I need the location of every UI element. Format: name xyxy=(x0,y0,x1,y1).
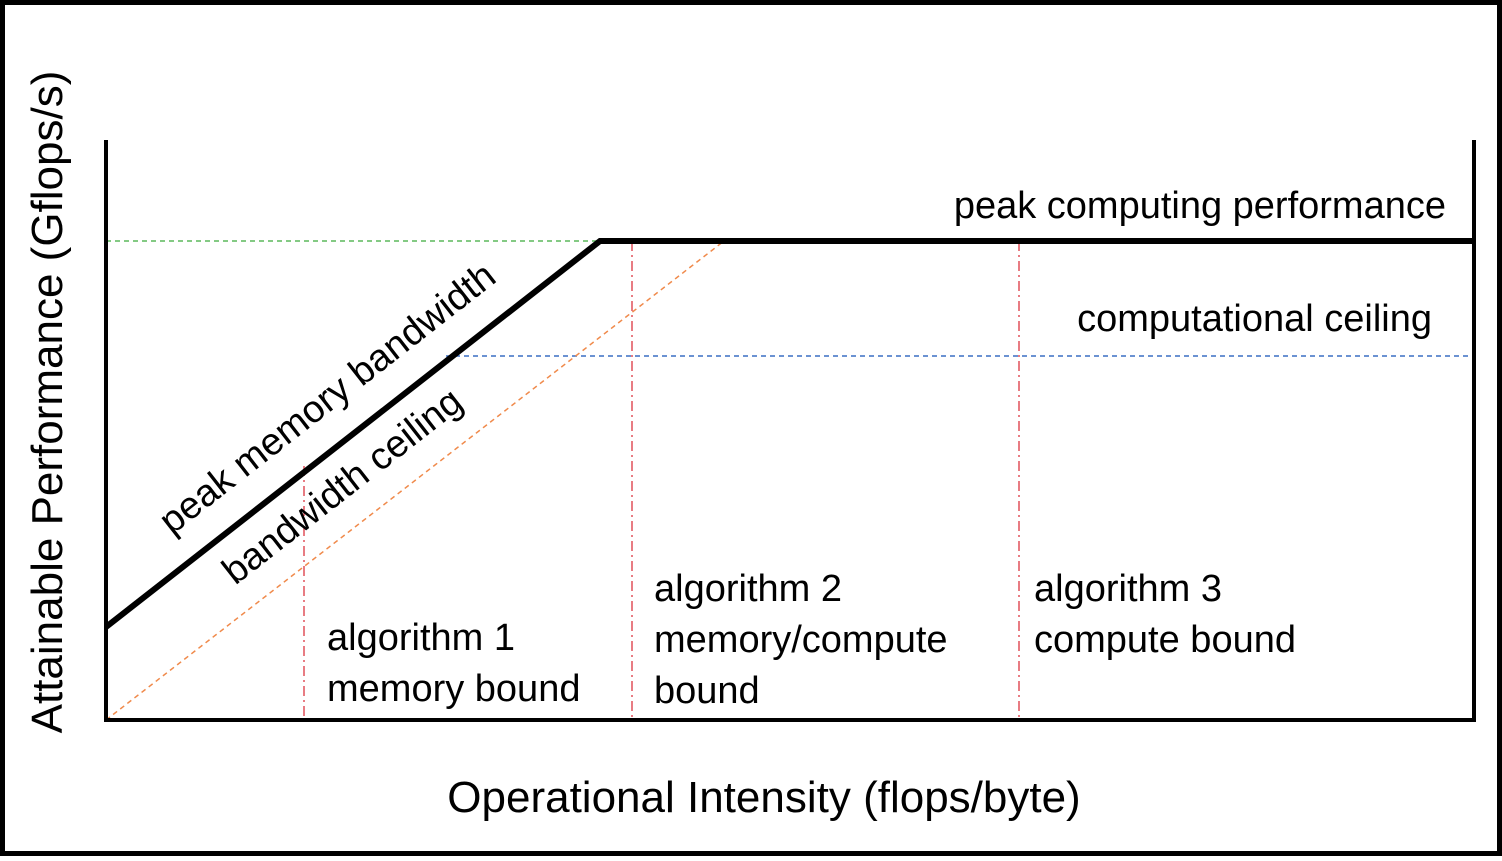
computational-ceiling-label: computational ceiling xyxy=(1077,298,1432,340)
peak-compute-label: peak computing performance xyxy=(954,185,1446,227)
y-axis-title: Attainable Performance (Gflops/s) xyxy=(23,71,72,734)
algorithm-2-description-line1: memory/compute xyxy=(654,619,948,661)
algorithm-1-region-label: algorithm 1 memory bound xyxy=(327,617,580,710)
roofline-peak-line xyxy=(104,238,1472,630)
x-axis-title: Operational Intensity (flops/byte) xyxy=(447,773,1080,822)
bandwidth-ceiling-line xyxy=(105,240,725,721)
algorithm-1-description: memory bound xyxy=(327,668,580,710)
algorithm-3-description: compute bound xyxy=(1034,619,1296,661)
algorithm-2-name: algorithm 2 xyxy=(654,568,842,610)
algorithm-2-region-label: algorithm 2 memory/compute bound xyxy=(654,568,948,712)
algorithm-3-region-label: algorithm 3 compute bound xyxy=(1034,568,1296,661)
algorithm-3-name: algorithm 3 xyxy=(1034,568,1222,610)
algorithm-2-description-line2: bound xyxy=(654,670,760,712)
algorithm-1-name: algorithm 1 xyxy=(327,617,515,659)
